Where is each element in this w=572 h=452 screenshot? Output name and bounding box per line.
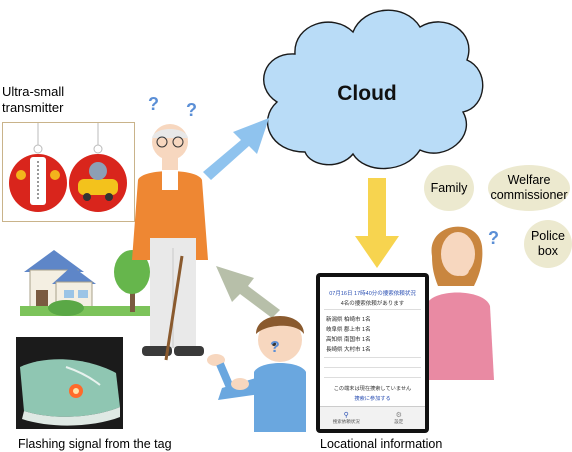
transmitter-tags-box xyxy=(2,122,135,222)
phone-screen: 07月16日 17時40分の捜索依頼状況 4名の捜索依頼があります 新潟県 柏崎… xyxy=(320,277,425,429)
tab-settings[interactable]: ⚙ 設定 xyxy=(373,411,426,425)
phone-row[interactable]: 高知県 南国市 1名 xyxy=(326,337,371,343)
welfare-commissioner-bubble: Welfare commissioner xyxy=(488,165,570,211)
phone-title: 07月16日 17時40分の捜索依頼状況 xyxy=(329,291,416,297)
phone-row[interactable]: 岐阜県 郡上市 1名 xyxy=(326,327,371,333)
transmitter-label: Ultra-small transmitter xyxy=(2,84,65,115)
phone-tab-bar: ⚲ 捜索依頼状況 ⚙ 設定 xyxy=(320,406,425,429)
search-icon: ⚲ xyxy=(343,412,349,419)
question-mark-4: ? xyxy=(488,228,499,248)
phone-row[interactable]: 新潟県 柏崎市 1名 xyxy=(326,317,371,323)
transmitter-tags-image xyxy=(9,123,127,212)
gear-icon: ⚙ xyxy=(395,412,402,419)
arrow-from-cloud xyxy=(355,178,399,268)
helper-man-illustration xyxy=(207,316,306,432)
family-bubble: Family xyxy=(424,165,474,211)
locational-information-label: Locational information xyxy=(320,437,443,451)
shoe-image xyxy=(16,337,123,429)
question-mark-2: ? xyxy=(186,100,197,120)
tab-search-status[interactable]: ⚲ 捜索依頼状況 xyxy=(320,411,373,425)
phone-subtitle: 4名の捜索依頼があります xyxy=(340,301,405,307)
elderly-man-illustration xyxy=(132,124,208,361)
phone-divider xyxy=(324,309,421,310)
arrow-to-elder xyxy=(216,266,280,318)
flashing-signal-label: Flashing signal from the tag xyxy=(18,437,172,451)
phone-row[interactable]: 長崎県 大村市 1名 xyxy=(326,347,371,353)
phone-divider xyxy=(324,357,421,358)
arrow-to-cloud xyxy=(203,118,269,180)
cloud-label: Cloud xyxy=(337,82,397,105)
phone-status-note: この端末は現在捜索していません xyxy=(333,386,412,392)
woman-illustration xyxy=(424,226,494,380)
phone-divider xyxy=(324,377,421,378)
question-mark-1: ? xyxy=(148,94,159,114)
cloud-shape xyxy=(263,9,484,170)
tab-label: 捜索依頼状況 xyxy=(332,419,360,424)
phone-divider xyxy=(324,367,421,368)
police-box-bubble: Police box xyxy=(524,220,572,268)
house-illustration xyxy=(20,250,160,316)
join-search-link[interactable]: 捜索に参加する xyxy=(354,396,391,402)
shoe-photo xyxy=(16,337,123,429)
tab-label: 設定 xyxy=(394,419,404,424)
smartphone: 07月16日 17時40分の捜索依頼状況 4名の捜索依頼があります 新潟県 柏崎… xyxy=(316,273,429,433)
question-mark-3: ? xyxy=(270,339,280,356)
